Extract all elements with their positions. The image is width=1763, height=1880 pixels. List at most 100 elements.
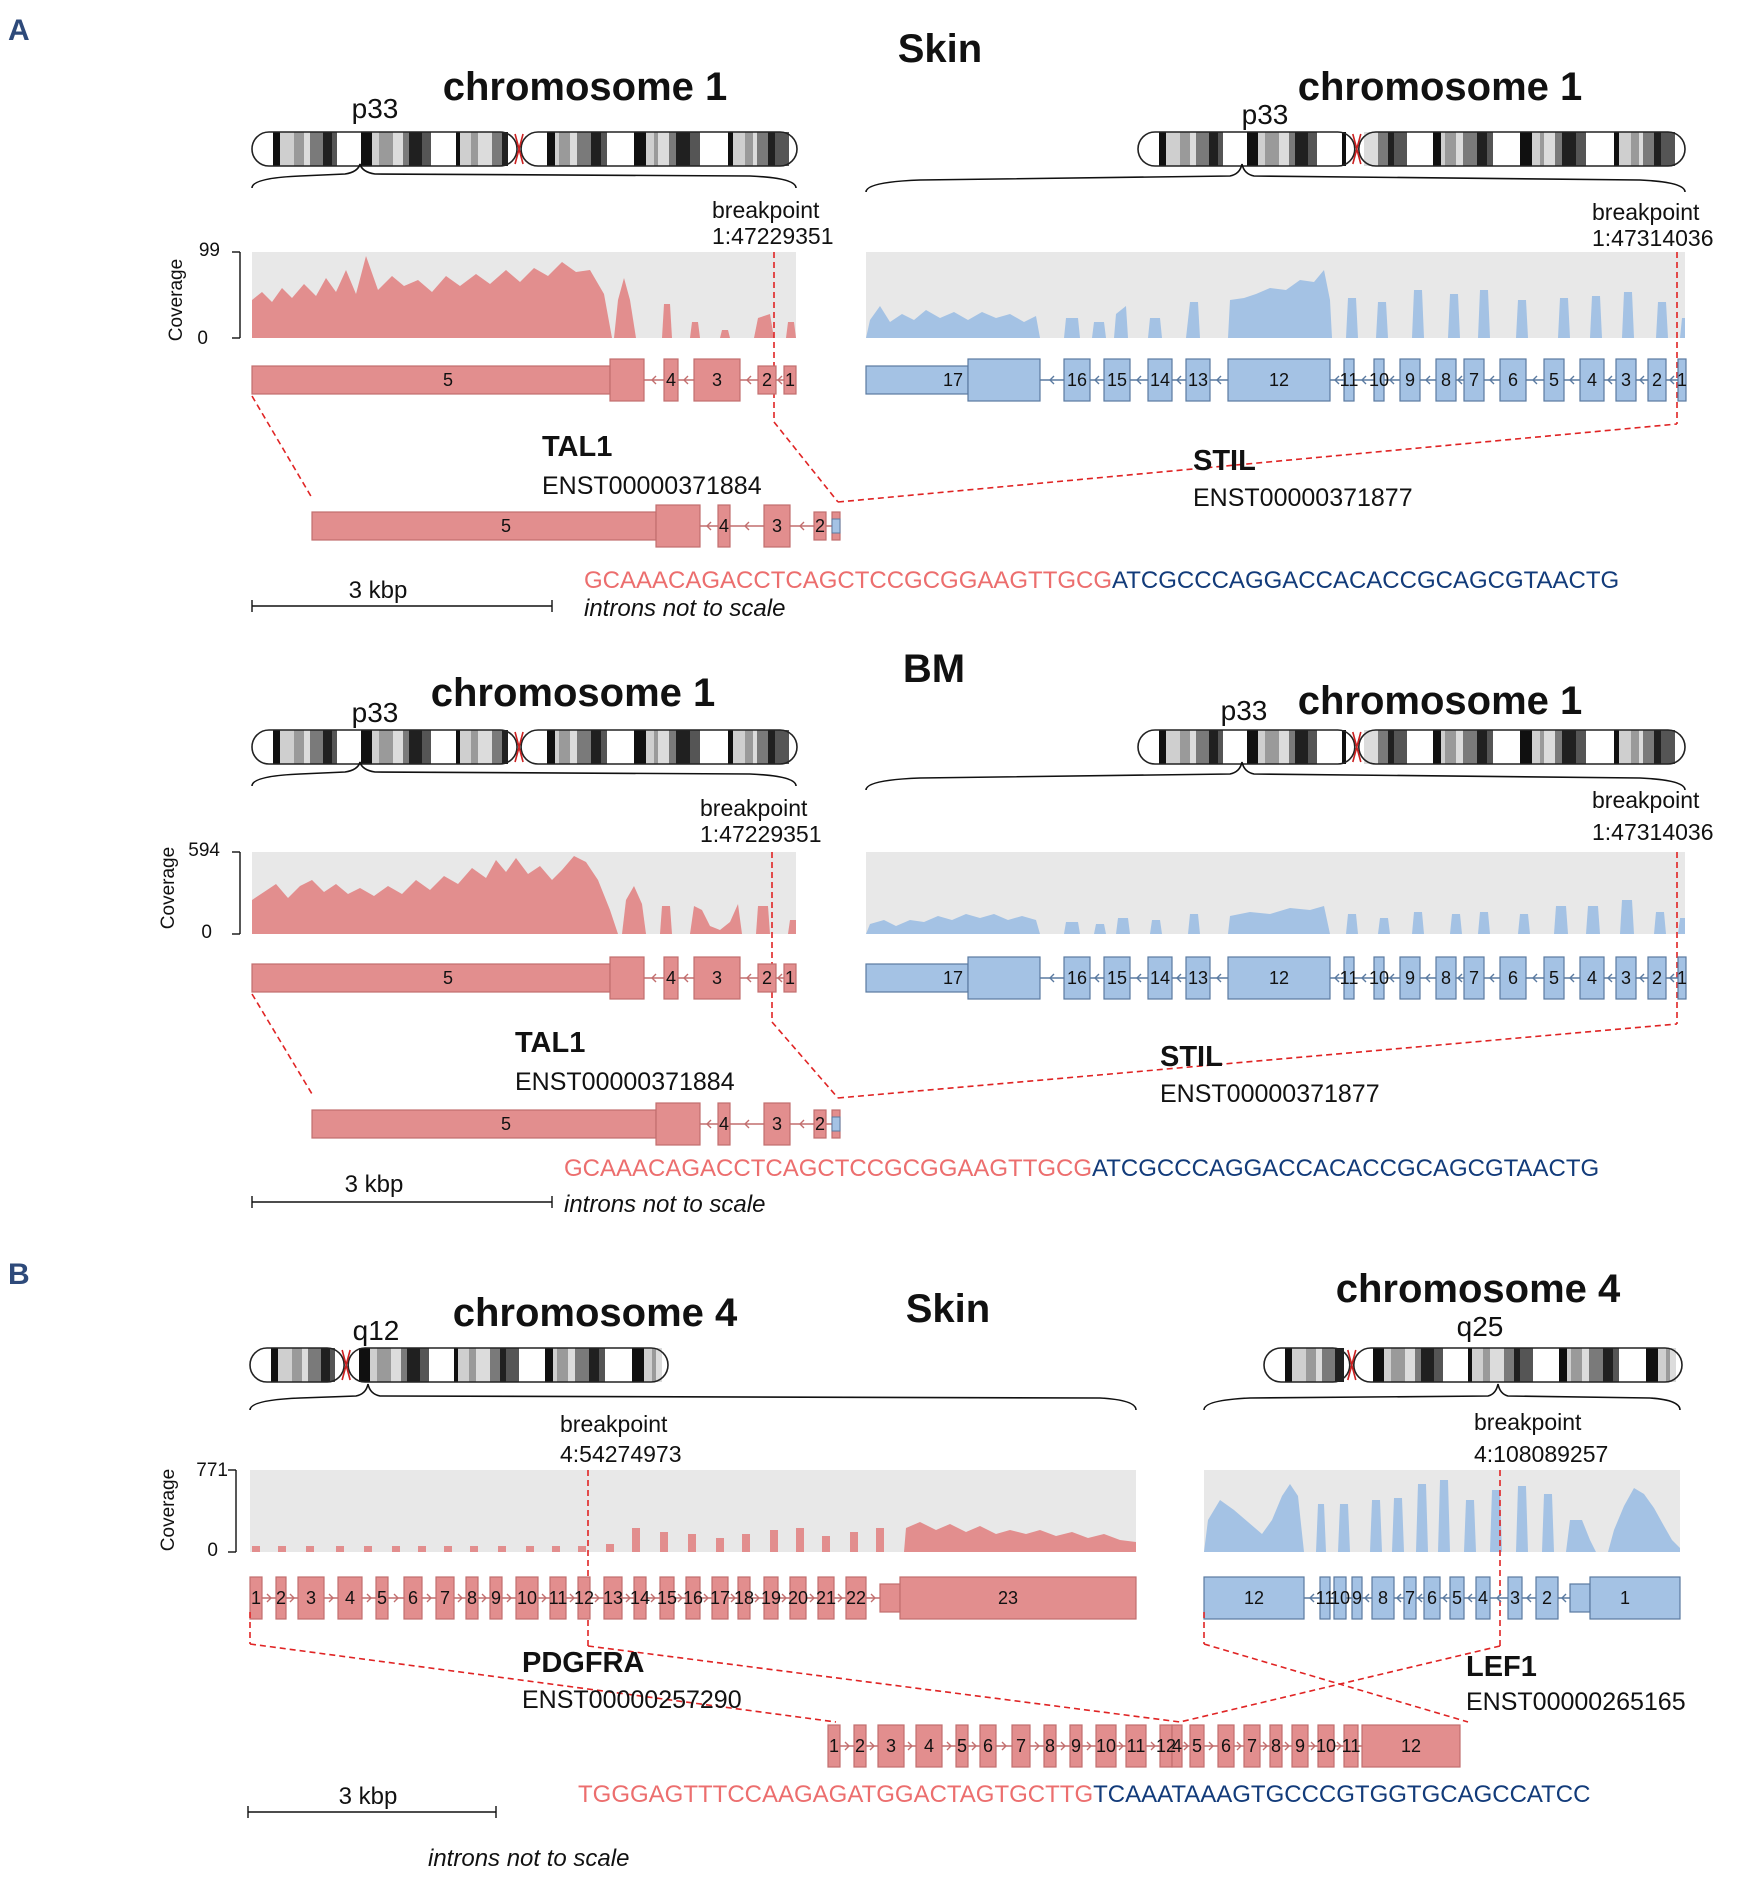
exon-number: 13 (603, 1588, 623, 1608)
exon-box (717, 504, 731, 548)
exon-number: 10 (1369, 370, 1389, 390)
right-coverage-peak (1516, 300, 1528, 338)
exon-number: 8 (467, 1588, 477, 1608)
exon-box (435, 1576, 455, 1620)
strand-chevron (1094, 375, 1100, 385)
exon-number: 17 (943, 370, 963, 390)
exon-number: 11 (1342, 1736, 1361, 1756)
coverage-peak (392, 1546, 400, 1552)
left-coverage-peak (662, 304, 672, 338)
chromosome-band (757, 132, 768, 166)
chromosome-band (1658, 1348, 1666, 1382)
right-transcript-id: ENST00000371877 (1193, 484, 1413, 512)
exon-number: 3 (772, 516, 782, 536)
chromosome-band (1586, 730, 1592, 764)
chromosome-band (1493, 132, 1506, 166)
coverage-peak (364, 1546, 372, 1552)
chromosome-band (1463, 132, 1477, 166)
chromosome-band (1322, 132, 1334, 166)
chromosome-band (1639, 730, 1643, 764)
chromosome-band (469, 1348, 476, 1382)
exon-box (1647, 358, 1667, 402)
chromosome-band (456, 132, 460, 166)
exon-box (337, 1576, 363, 1620)
strand-chevron (1561, 1593, 1567, 1603)
exon-number: 3 (1510, 1588, 1520, 1608)
exon-box (865, 365, 969, 395)
exon-number: 14 (1150, 968, 1170, 988)
chromosome-band (355, 1348, 359, 1382)
right-chromosome-title: chromosome 1 (1298, 679, 1583, 723)
left-coverage-peak (788, 920, 796, 934)
chromosome-band (323, 132, 332, 166)
coverage-peak (606, 1544, 614, 1552)
junction-sequence: GCAAACAGACCTCAGCTCCGCGGAAGTTGCGATCGCCCAG… (564, 1155, 1599, 1182)
exon-number: 5 (501, 1114, 511, 1134)
exon-box (489, 1576, 503, 1620)
chromosome-band (409, 730, 422, 764)
strand-chevron (844, 1741, 850, 1751)
chromosome-band (1209, 132, 1218, 166)
left-breakpoint-position: 4:54274973 (560, 1441, 682, 1467)
exon-number: 5 (377, 1588, 387, 1608)
exon-box (1185, 956, 1211, 1000)
strand-chevron (746, 973, 752, 983)
chromosome-band (448, 730, 456, 764)
exon-number: 11 (1127, 1736, 1146, 1756)
chromosome-band (1463, 730, 1477, 764)
chromosome-band (1388, 730, 1394, 764)
chromosome-band (1477, 132, 1487, 166)
chromosome-band (557, 1348, 568, 1382)
chromosome-band (1643, 730, 1654, 764)
exon-box (783, 963, 797, 993)
exon-number: 13 (1188, 370, 1208, 390)
left-coverage-peak (660, 906, 672, 934)
left-chromosome-ideogram (251, 131, 798, 167)
exon-box (879, 1583, 901, 1613)
right-breakpoint-label: breakpoint (1592, 787, 1700, 813)
chromosome-band (669, 730, 676, 764)
chromosome-band (589, 1348, 599, 1382)
chromosome-band (1675, 132, 1679, 166)
strand-chevron (1526, 1593, 1532, 1603)
strand-chevron (683, 973, 689, 983)
coverage-peak (742, 1534, 750, 1552)
chromosome-band (1643, 132, 1654, 166)
exon-box (1227, 358, 1331, 402)
right-coverage-peak (1490, 1490, 1502, 1552)
exon-number: 7 (1247, 1736, 1257, 1756)
exon-box (1189, 1724, 1205, 1768)
chromosome-band (490, 1348, 500, 1382)
chromosome-band (607, 132, 620, 166)
right-breakpoint-label: breakpoint (1474, 1409, 1582, 1435)
chromosome-band (768, 730, 775, 764)
strand-chevron (1049, 375, 1055, 385)
chromosome-band (337, 132, 349, 166)
chromosome-band (753, 730, 757, 764)
chromosome-band (1364, 132, 1378, 166)
right-coverage-profile (1228, 270, 1332, 338)
exon-box (609, 358, 645, 402)
strand-chevron (1183, 1741, 1189, 1751)
chromosome-band (1317, 730, 1322, 764)
exon-box (1269, 1724, 1283, 1768)
chromosome-q-arm-outline (520, 729, 798, 765)
chromosome-band (1334, 730, 1342, 764)
exon-box (1543, 956, 1565, 1000)
strand-chevron (1150, 1741, 1156, 1751)
chromosome-band (460, 730, 471, 764)
chromosome-band (1586, 132, 1592, 166)
left-coverage-profile (904, 1522, 1136, 1552)
right-transcript-id: ENST00000371877 (1160, 1080, 1380, 1108)
exon-box (1579, 358, 1605, 402)
chromosome-q-arm-outline (520, 131, 798, 167)
chromosome-band (280, 132, 294, 166)
chromosome-band (1196, 132, 1209, 166)
strand-chevron (744, 1119, 750, 1129)
coverage-peak (850, 1532, 858, 1552)
sequence-stil-part: ATCGCCCAGGACCACACCGCAGCGTAACTG (1092, 1155, 1599, 1182)
chromosome-band (545, 1348, 553, 1382)
exon-box (655, 1102, 701, 1146)
